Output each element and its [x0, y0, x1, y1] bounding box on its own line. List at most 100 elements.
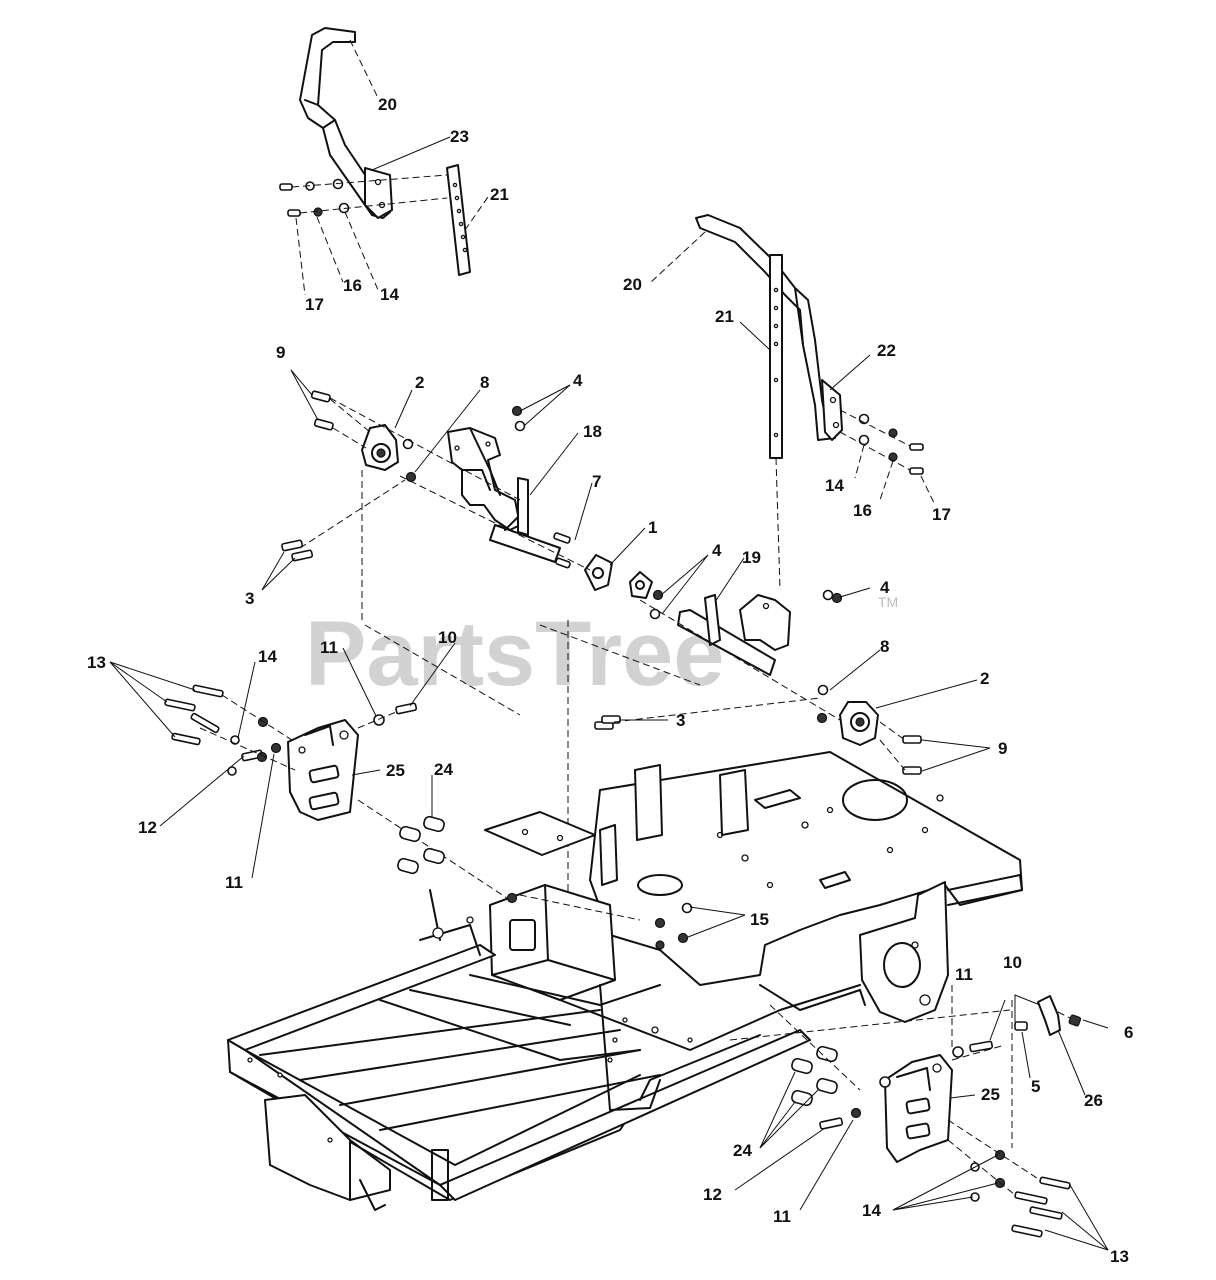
control-shaft-assembly	[261, 369, 991, 905]
frame-rear-member	[264, 1094, 351, 1201]
callout-11: 11	[225, 873, 243, 892]
spring-6	[1068, 1014, 1082, 1027]
frame-upright-mid	[599, 824, 618, 886]
left-control-handle-assembly	[279, 27, 489, 296]
washer-11-left-lower	[270, 742, 282, 754]
callout-6: 6	[1124, 1023, 1133, 1042]
bolt-13-right-a	[1039, 1176, 1071, 1190]
callout-22: 22	[877, 341, 896, 360]
callout-21: 21	[490, 185, 509, 204]
nut-15-b	[681, 902, 693, 914]
bolt-17-right-upper	[909, 443, 924, 451]
nut-8-left-lower	[405, 471, 417, 483]
callout-14: 14	[258, 647, 277, 666]
callout-13: 13	[87, 653, 106, 672]
frame-inner-rail	[439, 1029, 811, 1201]
nut-4-right-a	[822, 589, 834, 601]
bolt-5	[1014, 1021, 1028, 1031]
bolt-12-right	[819, 1117, 844, 1130]
watermark: PartsTree TM	[305, 594, 898, 705]
callout-12: 12	[703, 1185, 722, 1204]
bolt-13-left-b	[164, 698, 196, 712]
callout-16: 16	[853, 501, 872, 520]
callout-26: 26	[1084, 1091, 1103, 1110]
left-adjuster-bar	[446, 164, 471, 276]
bolt-9-right-a	[902, 735, 922, 744]
bolt-3-left-b	[291, 549, 314, 562]
washer-right-bracket	[879, 1076, 891, 1088]
callout-11: 11	[320, 638, 338, 657]
washer-11-bottom	[850, 1107, 862, 1119]
callout-11: 11	[955, 965, 973, 984]
bolt-9-upper	[310, 390, 331, 403]
bolt-13-right-c	[1029, 1206, 1063, 1220]
spacer-24-left-b	[423, 815, 445, 833]
nut-4-mid-b	[649, 608, 661, 620]
callout-18: 18	[583, 422, 602, 441]
frame-right-side-wall	[859, 881, 949, 1023]
bolt-3-left-a	[281, 539, 304, 552]
bolt-13-left-c	[190, 712, 220, 734]
nut-15-e	[655, 940, 665, 950]
right-side-bracket-assembly	[729, 985, 1109, 1251]
nut-4-right-b	[831, 592, 843, 604]
control-cross-shaft	[489, 524, 561, 563]
nut-15-d	[506, 892, 518, 904]
bolt-13-right-d	[1011, 1224, 1043, 1238]
washer-16-lower	[313, 207, 323, 217]
callout-9: 9	[998, 739, 1007, 758]
right-shaft-bracket	[739, 594, 791, 651]
spacer-24-right-a	[791, 1057, 813, 1075]
callout-4: 4	[573, 371, 583, 390]
center-flange-bearing	[584, 554, 613, 591]
callout-20: 20	[378, 95, 397, 114]
washer-11-left-upper	[373, 714, 385, 726]
callout-17: 17	[932, 505, 951, 524]
bolt-10-left	[395, 702, 418, 715]
callout-13: 13	[1110, 1247, 1129, 1266]
watermark-trademark: TM	[878, 594, 898, 610]
bolt-13-left-d	[171, 732, 201, 746]
nut-4-top-b	[514, 420, 526, 432]
spacer-24-left-d	[423, 847, 445, 865]
callout-21: 21	[715, 307, 734, 326]
shaft-bracket-weldment	[447, 427, 521, 531]
left-side-bracket	[287, 719, 359, 821]
nut-15-c	[677, 932, 689, 944]
shaft-arm-18	[517, 477, 529, 536]
callout-25: 25	[386, 761, 405, 780]
left-side-bracket-assembly	[109, 642, 511, 901]
callout-12: 12	[138, 818, 157, 837]
spacer-24-left-c	[397, 857, 419, 875]
spacer-24-right-d	[816, 1077, 838, 1095]
callout-19: 19	[742, 548, 761, 567]
bolt-7-b	[555, 557, 571, 569]
callout-24: 24	[434, 760, 453, 779]
frame-rear-tab	[431, 1149, 449, 1201]
right-handle-bar	[695, 214, 836, 441]
callout-8: 8	[480, 373, 489, 392]
bolt-7-a	[553, 532, 571, 544]
frame-front-rail	[227, 944, 496, 1051]
callout-1: 1	[648, 518, 657, 537]
latch-part-26	[1037, 995, 1061, 1036]
bolt-9-lower	[313, 418, 334, 431]
callout-11: 11	[773, 1207, 791, 1226]
nut-14-left-d	[227, 766, 237, 776]
callout-25: 25	[981, 1085, 1000, 1104]
callout-24: 24	[733, 1141, 752, 1160]
right-handle-mount-plate	[821, 379, 843, 441]
callout-2: 2	[980, 669, 989, 688]
callout-15: 15	[750, 910, 769, 929]
callout-10: 10	[1003, 953, 1022, 972]
spacer-24-right-b	[816, 1045, 838, 1063]
nut-14-upper	[332, 178, 344, 190]
callout-14: 14	[380, 285, 399, 304]
shaft-arm-19	[704, 594, 721, 646]
bolt-13-left-a	[192, 684, 224, 698]
callout-3: 3	[245, 589, 254, 608]
nut-8-left-upper	[402, 438, 414, 450]
bolt-17-right-lower	[909, 467, 924, 475]
watermark-text: PartsTree	[305, 603, 724, 705]
